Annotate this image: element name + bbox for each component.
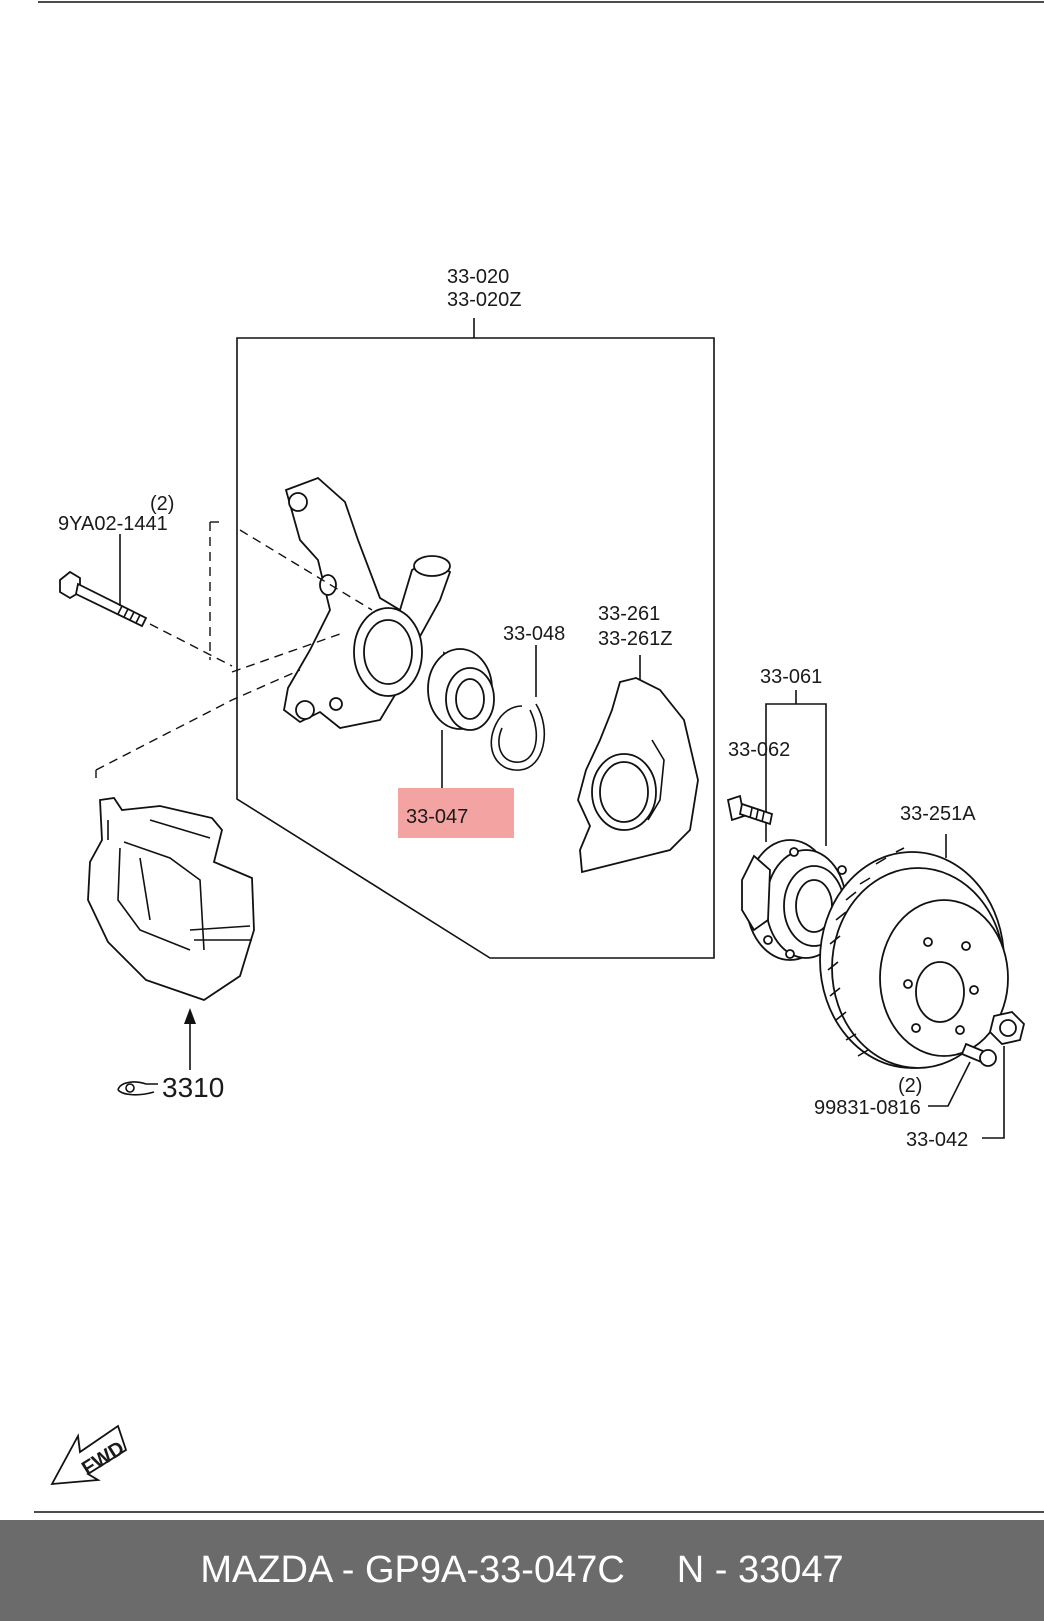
label-33-020[interactable]: 33-020	[447, 266, 509, 288]
label-33-020Z[interactable]: 33-020Z	[447, 289, 522, 311]
disc-screw	[960, 1042, 997, 1067]
label-9YA02-1441[interactable]: 9YA02-1441	[58, 513, 168, 535]
label-3310[interactable]: 3310	[162, 1072, 224, 1103]
bearing-highlight	[398, 788, 514, 838]
reference-pointer-icon	[117, 1081, 158, 1096]
wheel-bearing	[427, 648, 495, 731]
label-33-047[interactable]: 33-047	[406, 806, 468, 828]
label-33-261Z[interactable]: 33-261Z	[598, 628, 673, 650]
fwd-arrow-icon: FWD	[50, 1424, 128, 1486]
steering-knuckle	[283, 476, 452, 729]
knuckle-bolt	[59, 570, 148, 628]
guide-line-knuckle-lower	[231, 633, 341, 673]
label-33-062[interactable]: 33-062	[728, 739, 790, 761]
assembly-bracket	[236, 318, 715, 959]
label-99831-0816[interactable]: 99831-0816	[814, 1097, 921, 1119]
dust-cover	[577, 677, 699, 874]
brake-caliper	[87, 797, 255, 1001]
hub-nut	[989, 1011, 1025, 1045]
leader-screw	[928, 1061, 971, 1107]
label-33-061[interactable]: 33-061	[760, 666, 822, 688]
label-33-048[interactable]: 33-048	[503, 623, 565, 645]
label-33-042[interactable]: 33-042	[906, 1129, 968, 1151]
label-bolt-qty[interactable]: (2)	[150, 493, 174, 515]
guide-line-knuckle	[239, 529, 373, 611]
snap-ring	[490, 703, 545, 771]
leader-nut	[982, 1046, 1005, 1139]
leader-hub	[765, 703, 827, 846]
footer-part-number: MAZDA - GP9A-33-047C	[200, 1549, 625, 1591]
footer-bar: MAZDA - GP9A-33-047C N - 33047	[0, 1520, 1044, 1621]
guide-line-bolt-axis	[149, 623, 233, 667]
caliper-arrow-head	[184, 1008, 196, 1024]
label-screw-qty[interactable]: (2)	[898, 1075, 922, 1097]
brake-disc	[819, 847, 1009, 1069]
hub-bolt	[726, 794, 774, 826]
parts-diagram: 33-020 33-020Z 33-047 33-048 33-261 33-2…	[34, 1, 1044, 1513]
label-33-251A[interactable]: 33-251A	[900, 803, 976, 825]
guide-line-caliper	[95, 669, 301, 771]
footer-catalog-number: N - 33047	[676, 1549, 844, 1591]
label-33-261[interactable]: 33-261	[598, 603, 660, 625]
